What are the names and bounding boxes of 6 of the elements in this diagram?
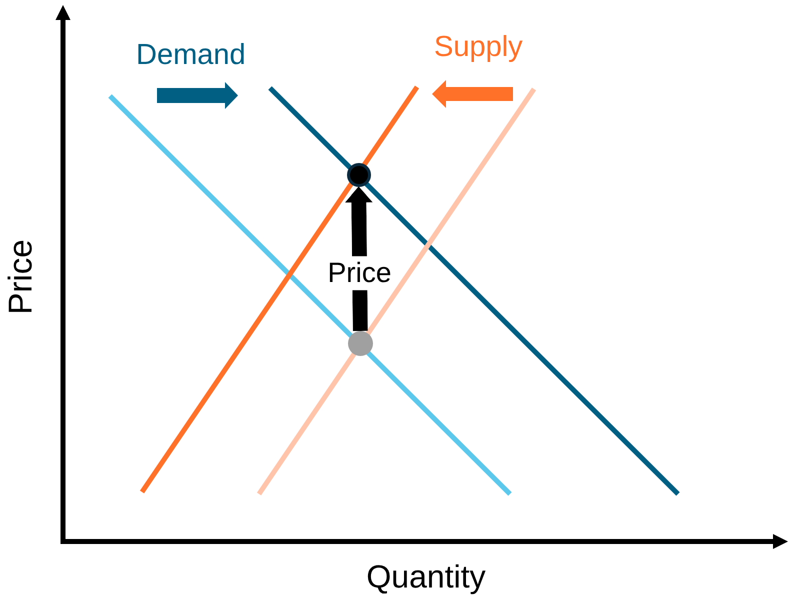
axis-label: Quantity: [366, 558, 486, 596]
curve-label: Supply: [434, 31, 523, 64]
axis-label: Price: [4, 239, 36, 315]
curve-label: Demand: [136, 39, 246, 72]
point-marker: [348, 331, 373, 356]
point-marker: [346, 162, 370, 186]
